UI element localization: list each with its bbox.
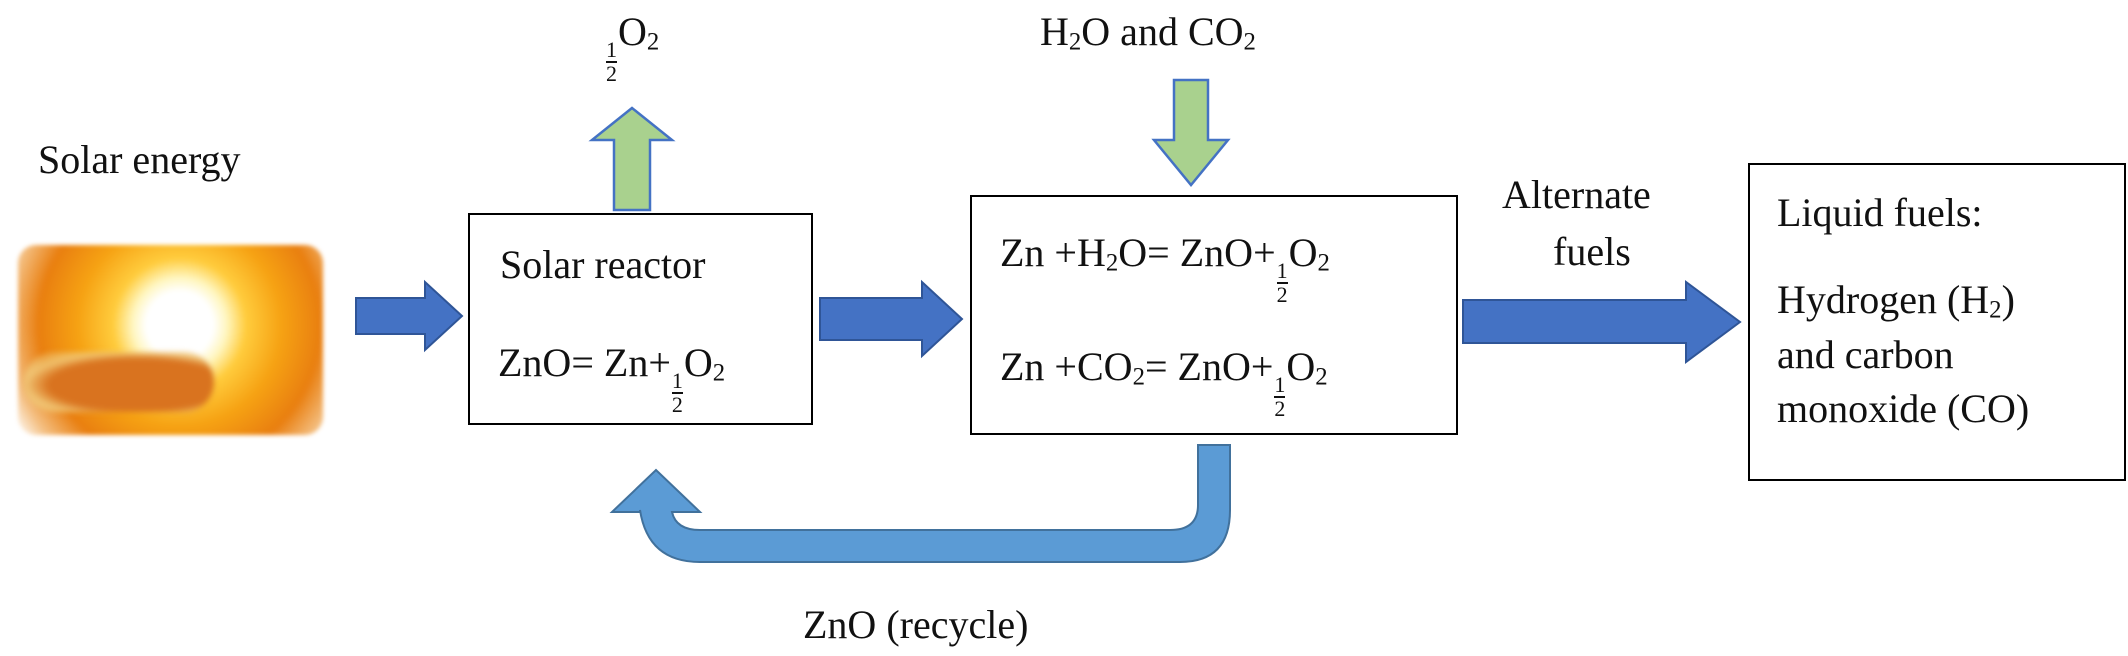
feed-h: H: [1040, 9, 1069, 54]
arrow-to-liquid-fuels: [1462, 280, 1742, 364]
eq2-left: Zn +CO: [1000, 344, 1133, 389]
liquid-line1-end: ): [2001, 277, 2015, 322]
half-fraction: 1 2: [606, 39, 617, 85]
reactor-product: O: [683, 340, 713, 385]
zno-recycle-label: ZnO (recycle): [803, 602, 1029, 647]
feed-mid: O and CO: [1081, 9, 1244, 54]
frac-den: 2: [1274, 396, 1286, 422]
water-splitting-equation: Zn +H2O= ZnO+ 1 2 O2: [1000, 233, 1330, 306]
alternate-fuels-label-line2: fuels: [1553, 229, 1631, 274]
eq2-mid: = ZnO+: [1144, 344, 1274, 389]
zinc-splitting-box: Zn +H2O= ZnO+ 1 2 O2 Zn +CO2= ZnO+ 1 2 O…: [970, 195, 1458, 435]
reactor-product-sub: 2: [712, 359, 726, 387]
frac-num: 1: [1274, 372, 1286, 398]
eq1-product: O: [1288, 230, 1318, 275]
frac-bar: [1274, 396, 1286, 399]
sun-cloud: [24, 352, 214, 412]
frac-den: 2: [671, 392, 683, 418]
arrow-reactor-to-splitting: [819, 279, 964, 359]
liquid-fuels-box: Liquid fuels: Hydrogen (H2) and carbon m…: [1748, 163, 2126, 481]
frac-bar: [606, 61, 617, 64]
frac-den: 2: [1276, 282, 1288, 308]
reactor-eq-left: ZnO= Zn+: [498, 340, 671, 385]
solar-reactor-title: Solar reactor: [500, 242, 706, 287]
eq2-product: O: [1286, 344, 1316, 389]
eq2-sub: 2: [1132, 363, 1145, 391]
frac-bar: [1276, 282, 1288, 285]
frac-bar: [671, 392, 683, 395]
half-fraction: 1 2: [1274, 372, 1286, 422]
eq1-product-sub: 2: [1317, 249, 1330, 277]
oxygen-subscript: 2: [646, 28, 660, 56]
eq1-left: Zn +H: [1000, 230, 1106, 275]
arrow-sun-to-reactor: [355, 279, 464, 353]
eq1-sub: 2: [1105, 249, 1119, 277]
frac-num: 1: [606, 37, 617, 63]
feed-h-sub: 2: [1068, 28, 1082, 56]
solar-energy-label: Solar energy: [38, 137, 241, 182]
liquid-fuels-line2: and carbon: [1777, 332, 1954, 377]
arrow-recycle: [609, 444, 1231, 563]
oxygen-output-label: 1 2 O2: [605, 12, 659, 85]
frac-num: 1: [1276, 258, 1288, 284]
feed-input-label: H2O and CO2: [1040, 12, 1256, 55]
feed-c-sub: 2: [1243, 28, 1256, 56]
co2-splitting-equation: Zn +CO2= ZnO+ 1 2 O2: [1000, 347, 1328, 420]
frac-num: 1: [671, 368, 683, 394]
oxygen-symbol: O: [618, 9, 647, 54]
half-fraction: 1 2: [1276, 258, 1288, 308]
liquid-fuels-title: Liquid fuels:: [1777, 190, 1983, 235]
liquid-fuels-line1: Hydrogen (H2): [1777, 280, 2015, 323]
liquid-fuels-line3: monoxide (CO): [1777, 386, 2030, 431]
liquid-line1-sub: 2: [1989, 296, 2002, 324]
half-fraction: 1 2: [671, 368, 683, 418]
solar-reactor-box: Solar reactor ZnO= Zn+ 1 2 O2: [468, 213, 813, 425]
arrow-oxygen-up: [588, 106, 676, 212]
eq2-product-sub: 2: [1315, 363, 1328, 391]
frac-den: 2: [606, 61, 617, 87]
eq1-mid: O= ZnO+: [1118, 230, 1276, 275]
arrow-feed-down: [1151, 78, 1231, 187]
alternate-fuels-label-line1: Alternate: [1502, 172, 1651, 217]
reactor-equation: ZnO= Zn+ 1 2 O2: [498, 343, 725, 416]
liquid-line1-text: Hydrogen (H: [1777, 277, 1990, 322]
